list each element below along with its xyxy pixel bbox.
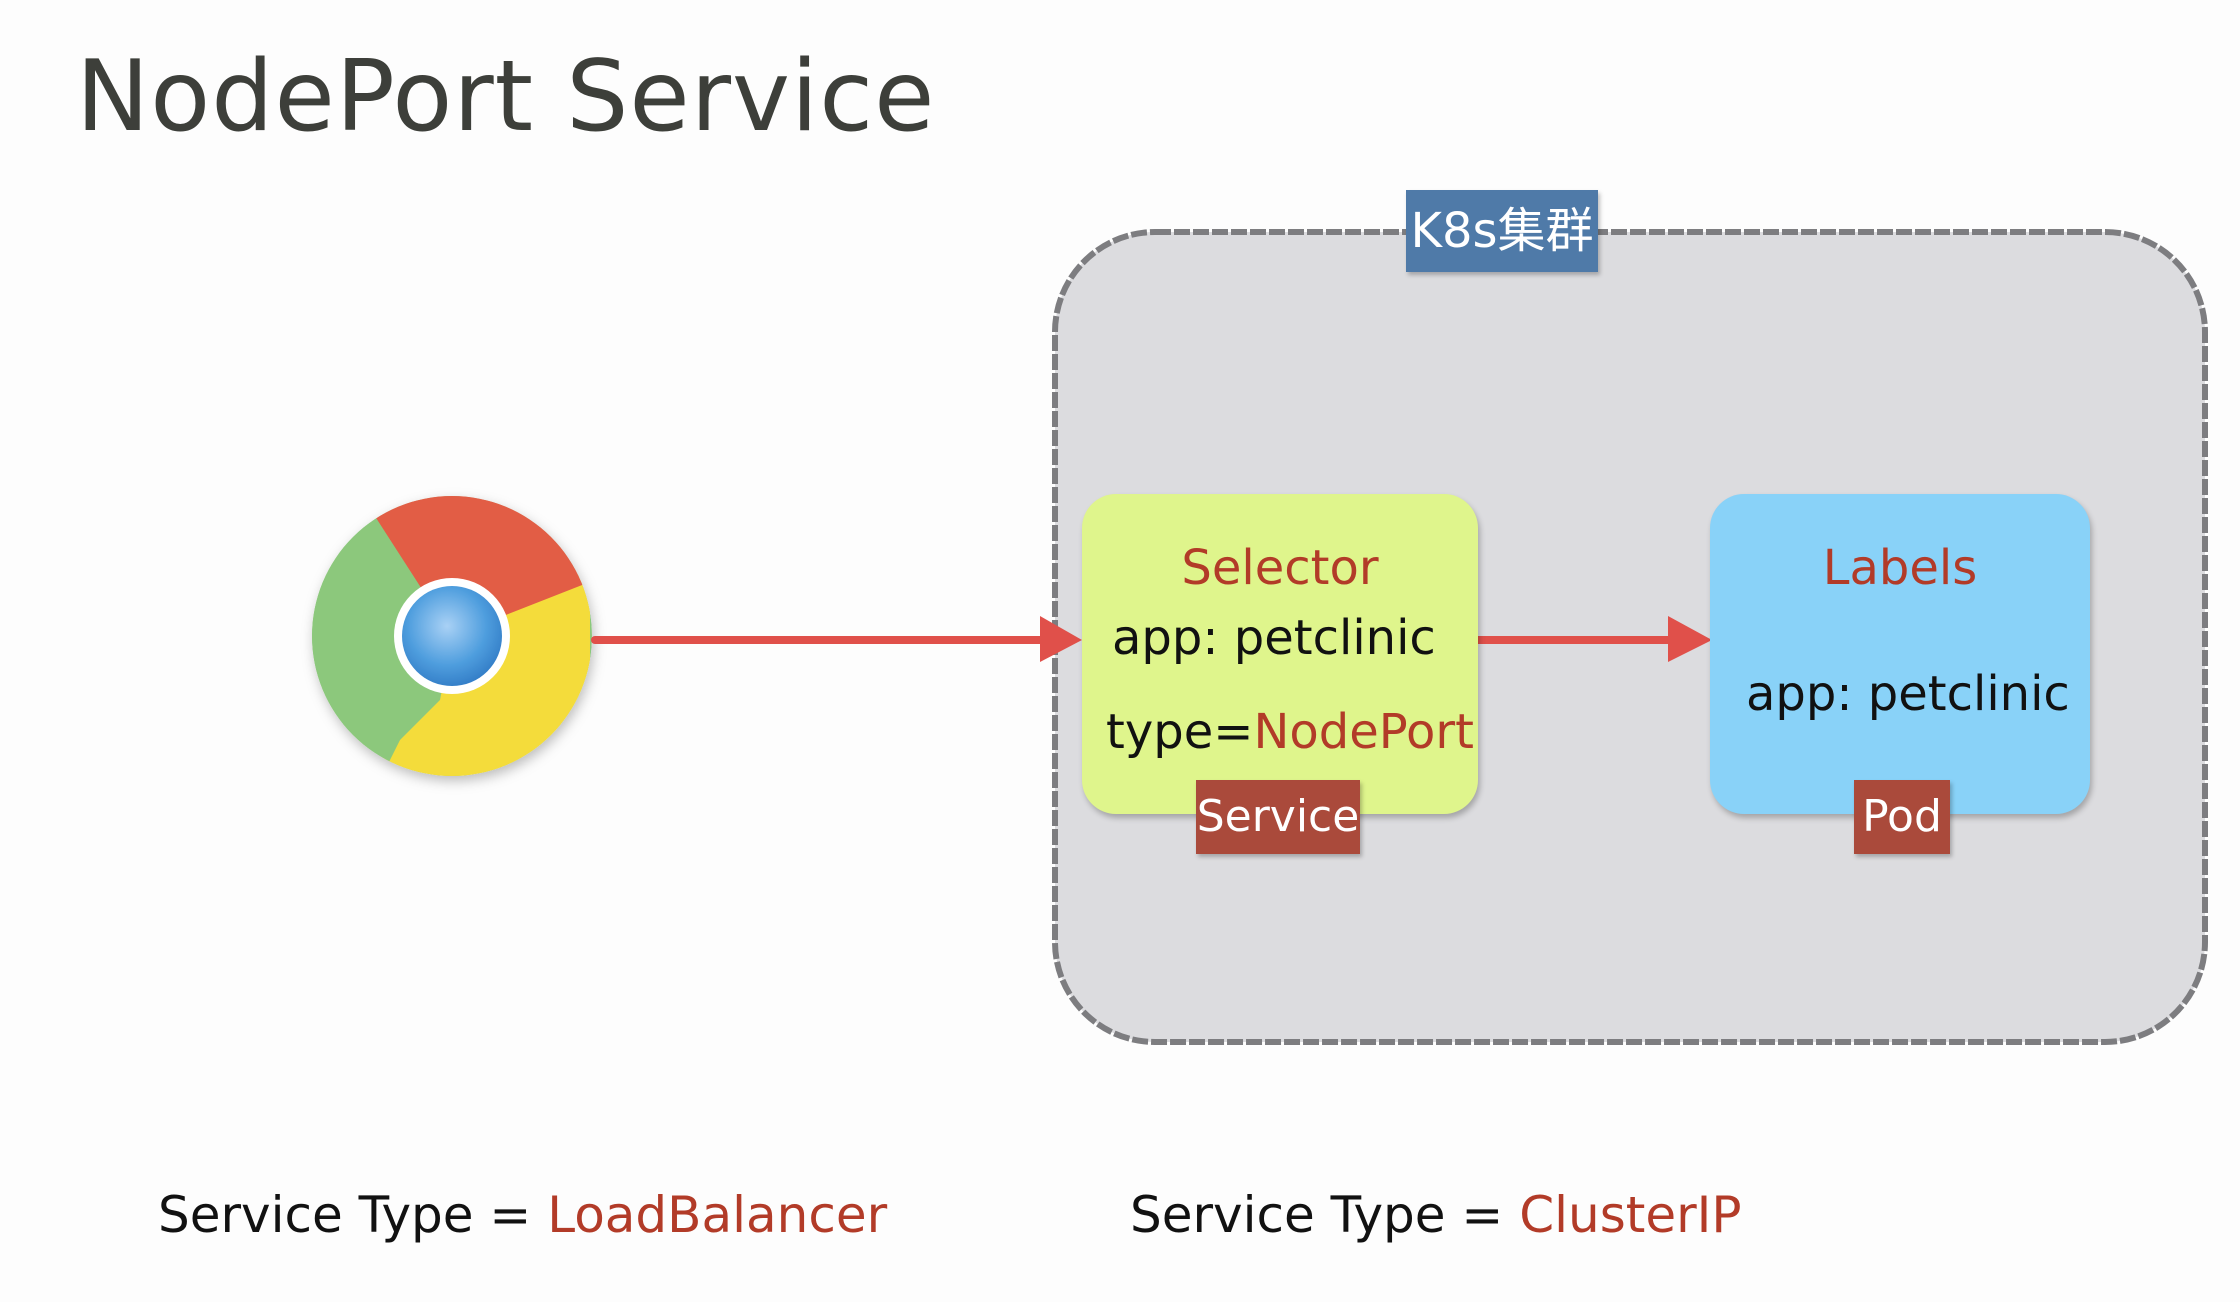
pod-label-value: app: petclinic (1746, 666, 2070, 722)
page-title: NodePort Service (76, 40, 936, 154)
footer-right-caption: Service Type = ClusterIP (1130, 1186, 1742, 1244)
footer-left-value: LoadBalancer (547, 1186, 888, 1244)
arrow-service-to-pod (1472, 616, 1712, 662)
service-type-prefix: type= (1106, 704, 1254, 760)
footer-left-caption: Service Type = LoadBalancer (158, 1186, 887, 1244)
service-tag: Service (1196, 780, 1360, 854)
footer-left-prefix: Service Type = (158, 1186, 548, 1244)
pod-box (1710, 494, 2090, 814)
service-selector-heading: Selector (1181, 540, 1379, 596)
cluster-label: K8s集群 (1406, 190, 1598, 272)
service-selector-value: app: petclinic (1112, 610, 1436, 666)
chrome-browser-icon (312, 496, 592, 776)
pod-labels-heading: Labels (1822, 540, 1978, 596)
pod-tag: Pod (1854, 780, 1950, 854)
footer-right-value: ClusterIP (1519, 1186, 1742, 1244)
service-type-line: type=NodePort (1106, 704, 1474, 760)
arrow-client-to-service (591, 616, 1082, 662)
service-type-value: NodePort (1253, 704, 1474, 760)
footer-right-prefix: Service Type = (1130, 1186, 1520, 1244)
service-box (1082, 494, 1478, 814)
